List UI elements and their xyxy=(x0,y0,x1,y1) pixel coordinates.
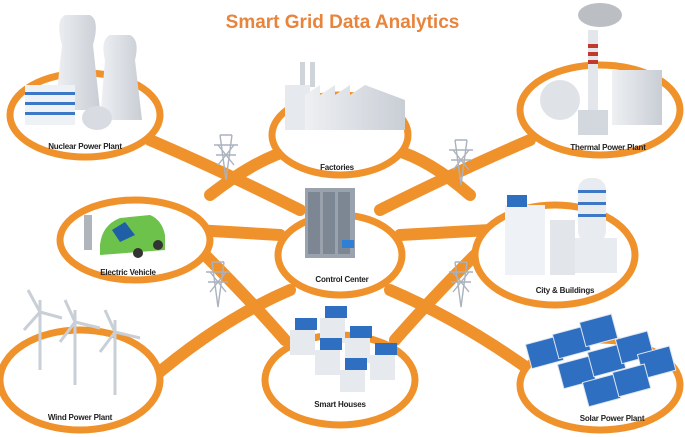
wind-turbine-icon xyxy=(22,289,141,395)
city-buildings-icon xyxy=(505,178,617,275)
node-label-city: City & Buildings xyxy=(535,286,595,295)
thermal-plant-icon xyxy=(540,3,662,135)
nuclear-plant-icon xyxy=(25,15,142,130)
node-label-thermal: Thermal Power Plant xyxy=(570,143,646,152)
smart-houses-icon xyxy=(290,306,397,392)
node-label-control: Control Center xyxy=(315,275,369,284)
node-label-solar: Solar Power Plant xyxy=(579,414,645,423)
node-label-wind: Wind Power Plant xyxy=(47,413,113,422)
grid-connections xyxy=(144,134,536,386)
node-label-nuclear: Nuclear Power Plant xyxy=(48,142,122,151)
node-label-ev: Electric Vehicle xyxy=(100,268,156,277)
transmission-tower-icon xyxy=(206,134,473,308)
factory-icon xyxy=(285,62,405,130)
server-rack-icon xyxy=(305,188,355,258)
solar-panel-icon xyxy=(524,313,677,408)
node-label-factories: Factories xyxy=(320,163,354,172)
electric-car-icon xyxy=(84,215,165,258)
diagram-title: Smart Grid Data Analytics xyxy=(225,12,460,33)
node-label-houses: Smart Houses xyxy=(314,400,366,409)
